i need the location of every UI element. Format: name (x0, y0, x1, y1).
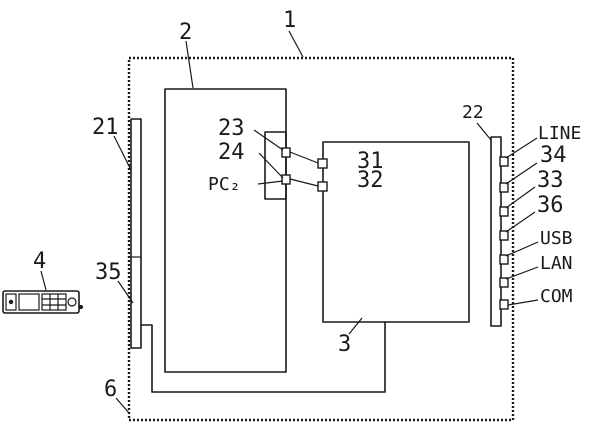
label-pc-port: PC₂ (208, 174, 241, 195)
label-port-31: 31 (357, 149, 384, 174)
leader-pc (257, 180, 284, 185)
leader-33 (505, 186, 536, 209)
port-34 (499, 182, 509, 193)
remote-device-4 (2, 290, 83, 314)
remote-display (18, 293, 40, 311)
leader-line (505, 137, 538, 159)
label-line: LINE (538, 123, 581, 144)
port-usb (499, 254, 509, 265)
wire-23-31 (289, 151, 319, 164)
label-34: 34 (540, 143, 567, 168)
port-24 (281, 174, 291, 185)
leader-6 (115, 397, 130, 414)
leader-2 (185, 40, 194, 89)
remote-dot-left (8, 299, 14, 305)
leader-21 (113, 135, 132, 171)
label-lan: LAN (540, 253, 573, 274)
label-enclosure: 1 (283, 8, 296, 33)
remote-body (2, 290, 80, 314)
label-com: COM (540, 286, 573, 307)
leader-24 (258, 152, 284, 179)
label-left-lower: 35 (95, 260, 122, 285)
label-main-board: 2 (179, 20, 192, 45)
leader-com (507, 299, 539, 306)
label-right-panel: 22 (462, 102, 484, 123)
leader-23 (253, 129, 284, 151)
port-23 (281, 147, 291, 158)
port-33 (499, 206, 509, 217)
label-left-panel: 21 (92, 115, 119, 140)
remote-keypad (41, 293, 67, 311)
left-panel-21 (130, 118, 142, 349)
board-3 (322, 141, 470, 323)
port-32 (317, 181, 328, 192)
wire-24-32 (289, 178, 319, 187)
label-port-32: 32 (357, 168, 384, 193)
label-remote: 4 (33, 249, 46, 274)
enclosure-1 (127, 56, 515, 422)
port-com (499, 299, 509, 310)
port-lan (499, 277, 509, 288)
remote-tip (79, 305, 83, 309)
leader-1 (288, 30, 304, 58)
port-31 (317, 158, 328, 169)
leader-22 (476, 122, 492, 141)
label-connector-b: 24 (218, 140, 245, 165)
leader-lan (505, 266, 539, 280)
label-connector-a: 23 (218, 116, 245, 141)
leader-usb (505, 241, 539, 257)
label-frame: 6 (104, 377, 117, 402)
label-usb: USB (540, 228, 573, 249)
main-board-2 (164, 88, 287, 373)
leader-36 (505, 211, 536, 233)
leader-3 (348, 317, 363, 335)
label-36: 36 (537, 193, 564, 218)
port-line (499, 156, 509, 167)
remote-knob (67, 297, 77, 307)
leader-35 (117, 280, 134, 304)
port-36 (499, 230, 509, 241)
label-33: 33 (537, 168, 564, 193)
cable-left-to-board3 (140, 321, 386, 393)
leader-4 (40, 270, 47, 291)
leader-34 (505, 162, 538, 185)
connector-block (264, 131, 287, 200)
remote-left-cap (5, 293, 17, 311)
label-board: 3 (338, 332, 351, 357)
